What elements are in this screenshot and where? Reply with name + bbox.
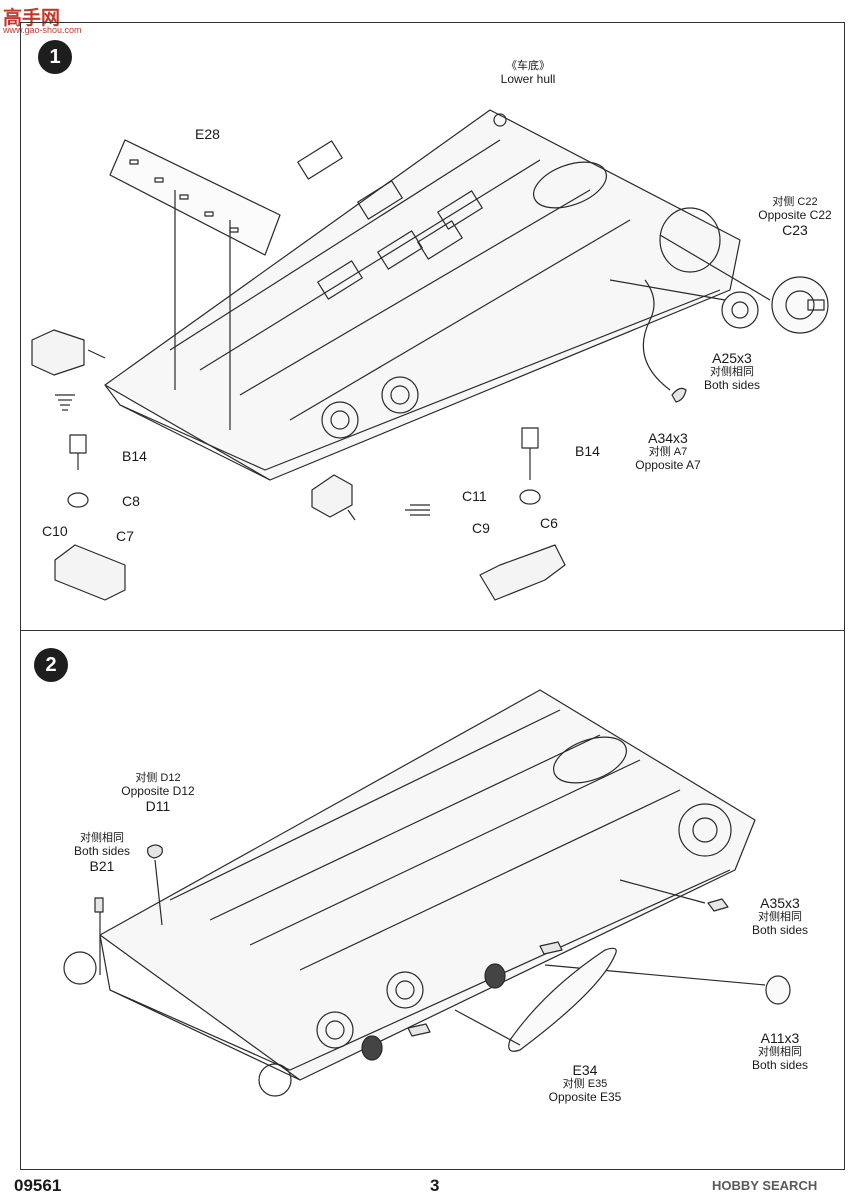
e28-part-drawing [109,139,281,430]
step2-hull-drawing [63,689,756,1097]
c7-label: C7 [116,528,134,544]
left-suspension-drawing [31,329,126,601]
b21-cn-label: 对侧相同 [80,832,124,844]
e28-label: E28 [195,126,220,142]
step-number-1: 1 [38,40,72,74]
b21-both-label: Both sides [73,844,131,858]
c9-label: C9 [472,520,490,536]
kit-number: 09561 [14,1176,62,1195]
source-watermark: HOBBY SEARCH [712,1178,818,1193]
a25-label: A25x3 对侧相同 Both sides [682,350,782,392]
d11-part-drawing [147,844,163,926]
d11-label: 对侧 D12 Opposite D12 D11 [108,772,208,814]
direction-marker-right [405,504,430,516]
lower-hull-label: 《车底》 Lower hull [478,60,578,86]
a35-cn-label: 对侧相同 [758,911,802,923]
e34-label: E34 对侧 E35 Opposite E35 [535,1062,635,1104]
step-divider [20,630,845,631]
a25-part-drawing [609,279,759,329]
a25-part-label: A25x3 [712,350,752,366]
a11-cn-label: 对侧相同 [758,1046,802,1058]
e34-part-drawing [407,941,617,1052]
c10-label: C10 [42,523,68,539]
c8-label: C8 [122,493,140,509]
e34-cn-label: 对侧 E35 [562,1078,608,1090]
e34-opposite-label: Opposite E35 [548,1090,622,1104]
c23-cn-label: 对侧 C22 [772,196,818,208]
c23-part-drawing [659,234,829,334]
lower-hull-en-label: Lower hull [500,72,556,86]
a34-cn-label: 对侧 A7 [648,446,688,458]
direction-marker-left [55,394,75,411]
a34-opposite-label: Opposite A7 [635,458,701,472]
e34-part-label: E34 [572,1062,598,1078]
c23-label: 对侧 C22 Opposite C22 C23 [745,196,845,238]
watermark-url: www.gao-shou.com [3,25,82,35]
c23-part-label: C23 [782,222,808,238]
a35-part-drawing [619,879,729,912]
d11-opposite-label: Opposite D12 [121,784,195,798]
a34-part-label: A34x3 [648,430,688,446]
b21-part-drawing [94,897,104,975]
b21-part-label: B21 [89,858,115,874]
a25-both-label: Both sides [703,378,761,392]
instruction-frame [20,22,845,1170]
a35-label: A35x3 对侧相同 Both sides [730,895,830,937]
b14-left-label: B14 [122,448,147,464]
lower-hull-cn-label: 《车底》 [506,60,550,72]
page-number: 3 [430,1176,440,1195]
c6-label: C6 [540,515,558,531]
a11-label: A11x3 对侧相同 Both sides [730,1030,830,1072]
watermark-logo: 高手网 [3,8,61,29]
d11-cn-label: 对侧 D12 [135,772,181,784]
a11-both-label: Both sides [751,1058,809,1072]
a35-part-label: A35x3 [760,895,800,911]
a11-part-drawing [361,963,791,1061]
step-number-2: 2 [34,648,68,682]
a34-label: A34x3 对侧 A7 Opposite A7 [618,430,718,472]
b21-label: 对侧相同 Both sides B21 [52,832,152,874]
a11-part-label: A11x3 [760,1030,800,1046]
right-suspension-drawing [311,427,566,601]
c11-label: C11 [462,488,487,504]
c23-opposite-label: Opposite C22 [758,208,832,222]
a34-part-drawing [642,279,687,403]
b14-right-label: B14 [575,443,600,459]
a25-cn-label: 对侧相同 [710,366,754,378]
step1-hull-drawing [104,109,741,481]
d11-part-label: D11 [145,798,171,814]
a35-both-label: Both sides [751,923,809,937]
